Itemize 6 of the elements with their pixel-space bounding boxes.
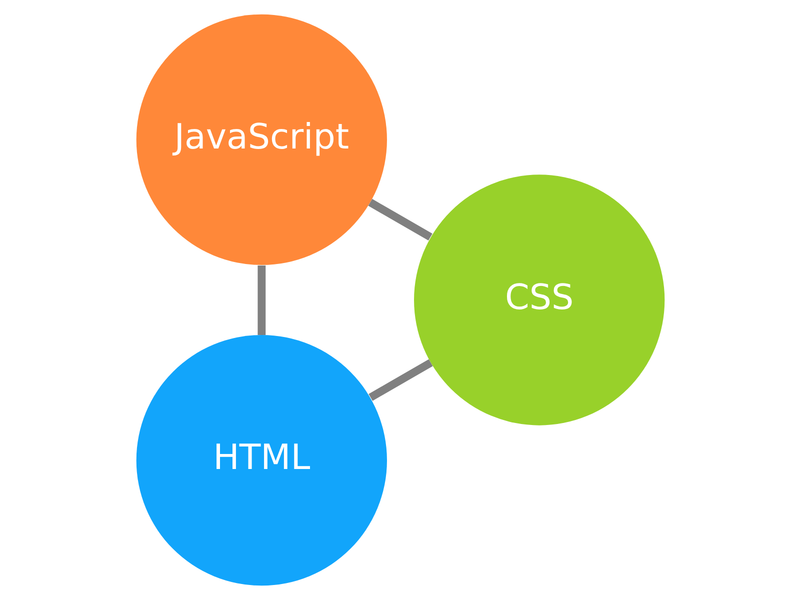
connector [368,198,432,241]
connector [257,265,266,335]
node-circle: CSS [414,174,664,426]
node-circle: JavaScript [136,14,386,265]
node-circle: HTML [136,335,386,586]
connector [368,359,432,401]
